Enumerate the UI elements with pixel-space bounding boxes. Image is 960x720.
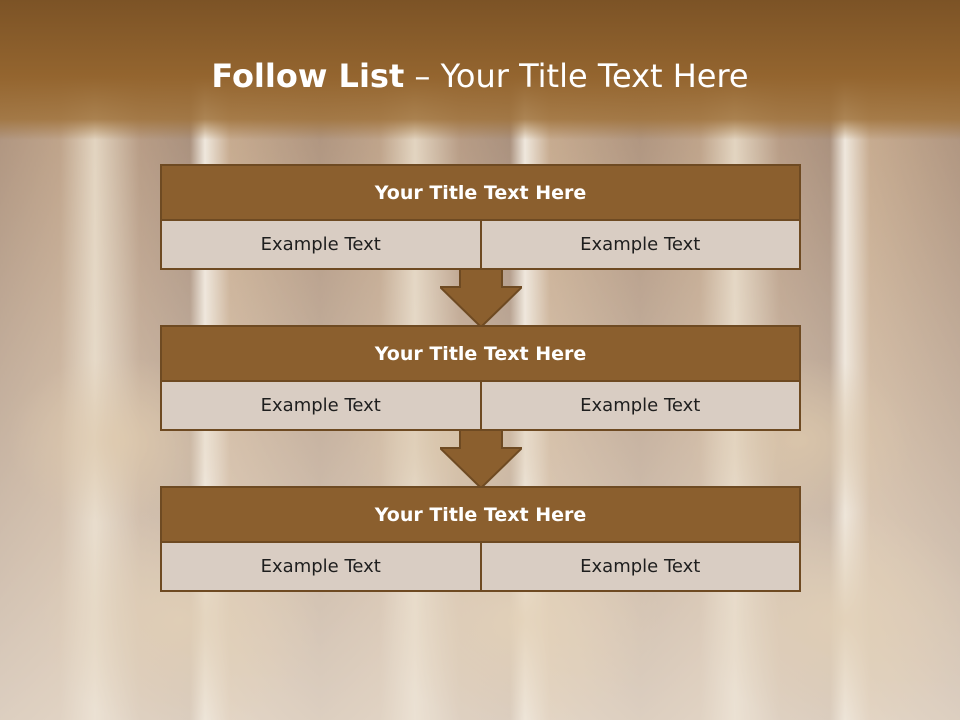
step-1-left-cell: Example Text <box>160 221 480 270</box>
header-band <box>0 0 960 140</box>
step-row-2: Example Text Example Text <box>160 382 801 431</box>
step-title-3: Your Title Text Here <box>160 486 801 543</box>
slide-title-bold: Follow List <box>211 57 405 95</box>
slide-title: Follow List – Your Title Text Here <box>0 52 960 100</box>
step-1-right-cell: Example Text <box>479 221 801 270</box>
step-title-1: Your Title Text Here <box>160 164 801 221</box>
step-row-3: Example Text Example Text <box>160 543 801 592</box>
step-2-left-cell: Example Text <box>160 382 480 431</box>
step-2-right-cell: Example Text <box>479 382 801 431</box>
slide-title-rest: – Your Title Text Here <box>404 57 749 95</box>
step-block-3: Your Title Text Here Example Text Exampl… <box>160 486 801 592</box>
step-3-right-cell: Example Text <box>479 543 801 592</box>
step-title-2: Your Title Text Here <box>160 325 801 382</box>
step-block-2: Your Title Text Here Example Text Exampl… <box>160 325 801 431</box>
step-3-left-cell: Example Text <box>160 543 480 592</box>
down-arrow-icon <box>440 430 522 490</box>
step-block-1: Your Title Text Here Example Text Exampl… <box>160 164 801 270</box>
down-arrow-icon <box>440 269 522 329</box>
step-row-1: Example Text Example Text <box>160 221 801 270</box>
